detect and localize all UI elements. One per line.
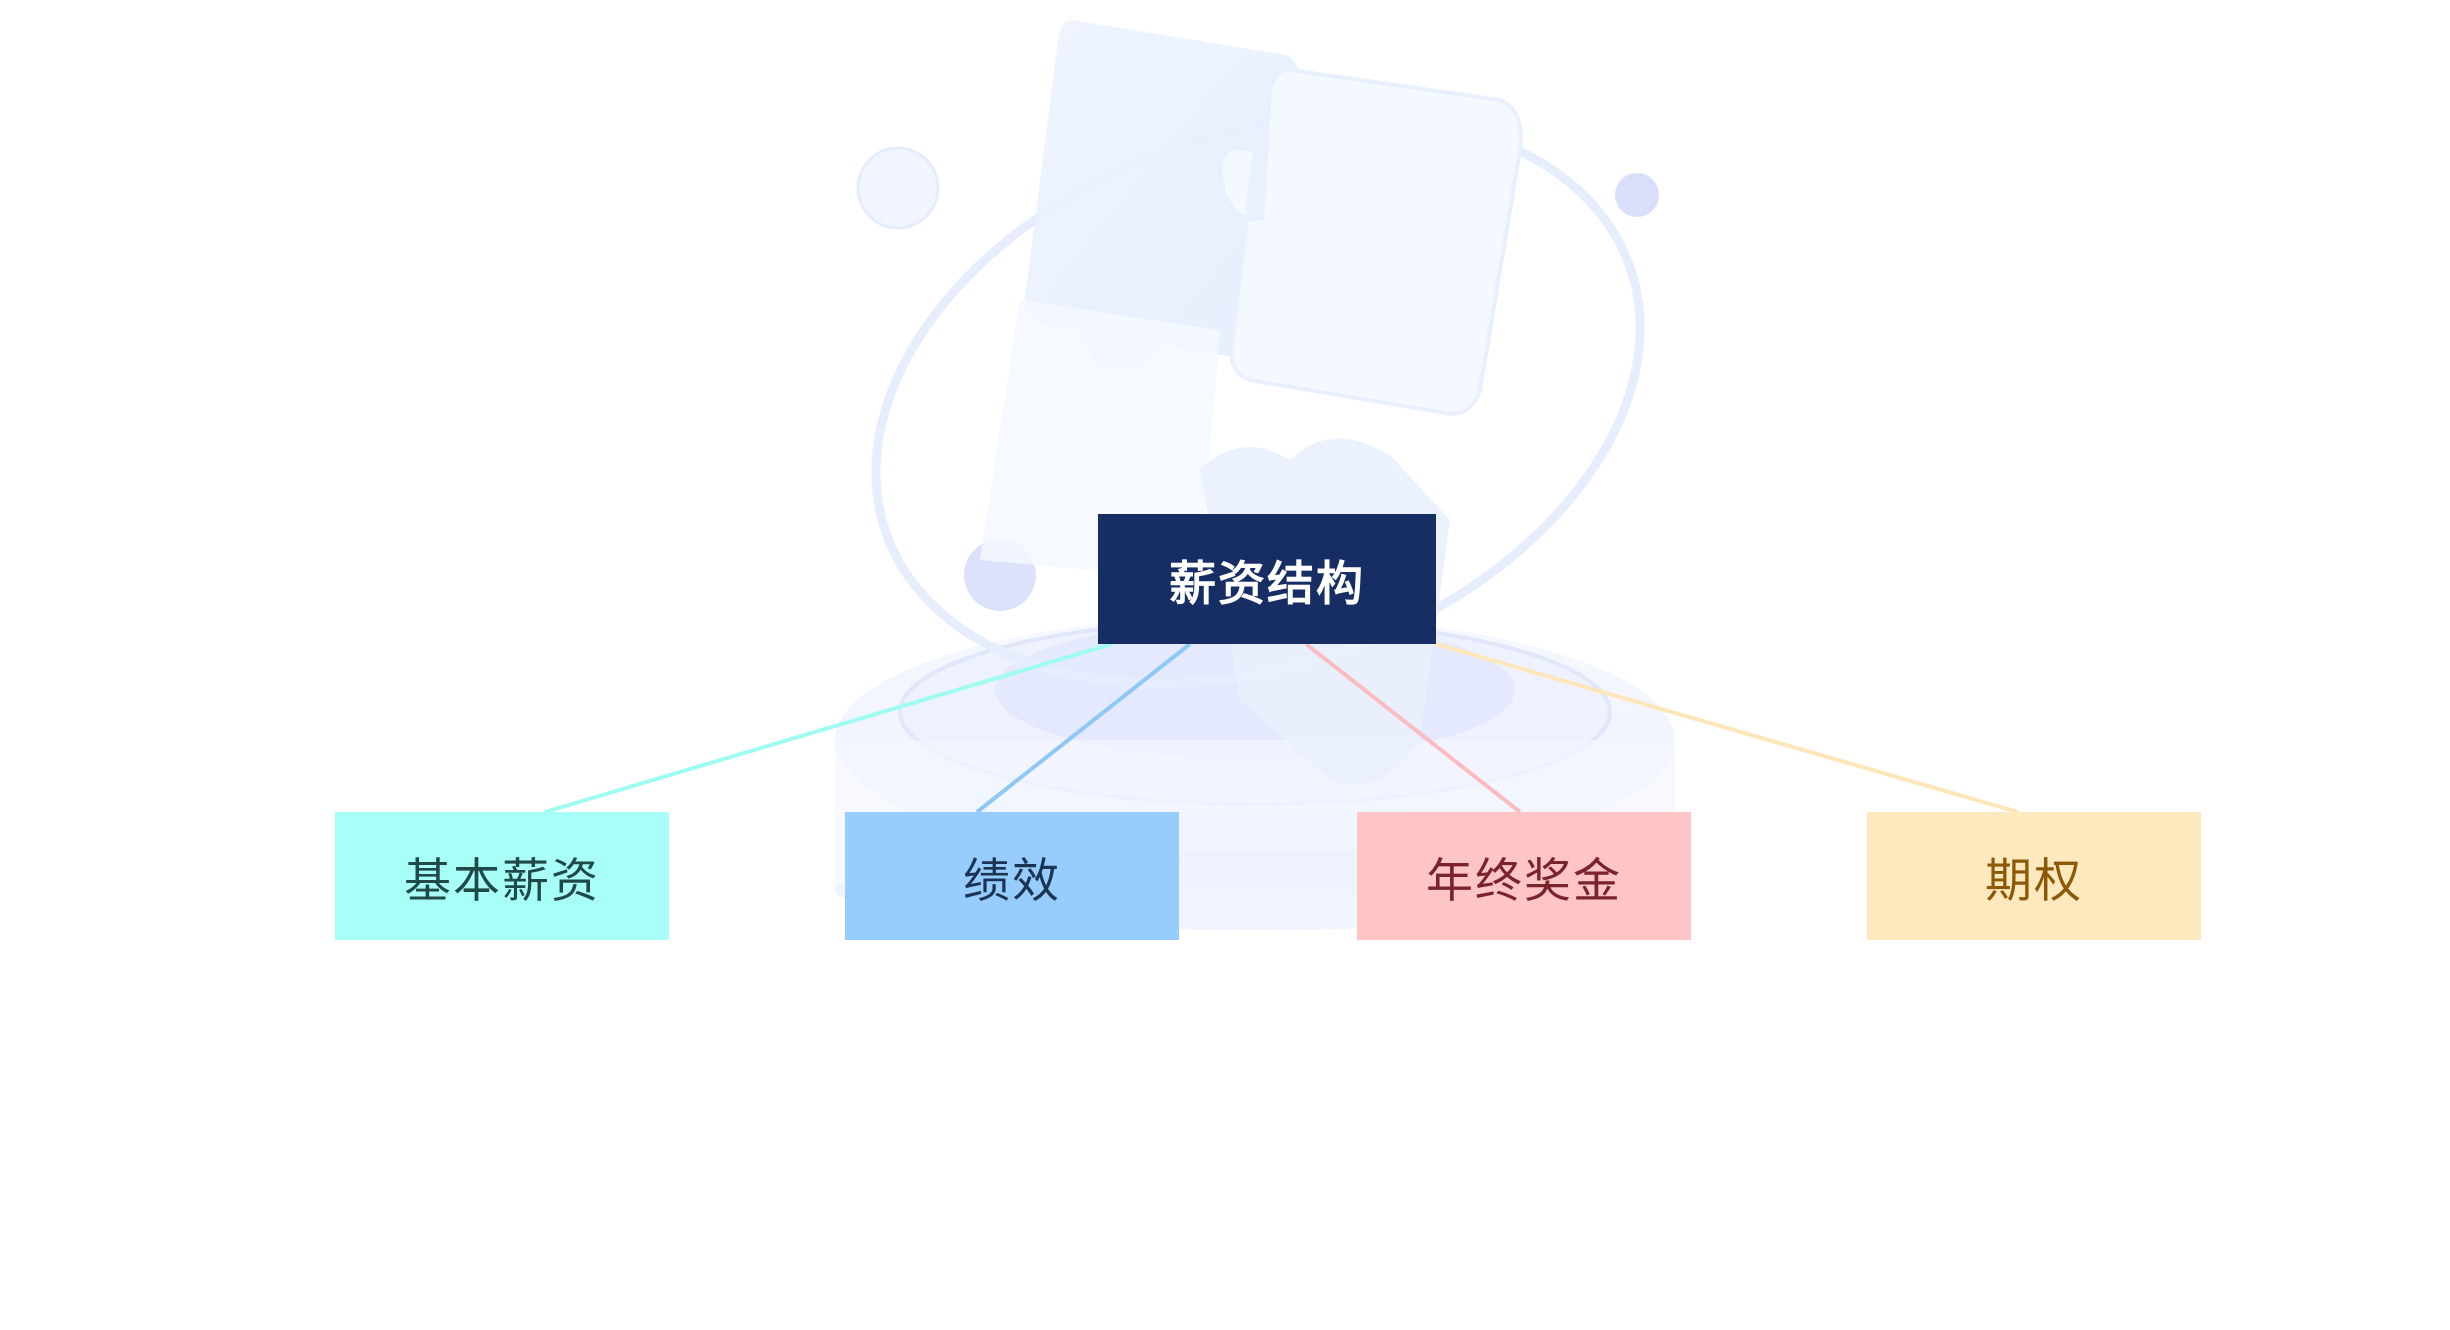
child-node-label: 绩效 <box>963 853 1061 909</box>
child-node-base-salary[interactable]: 基本薪资 <box>335 812 669 940</box>
child-node-stock-options[interactable]: 期权 <box>1867 812 2201 940</box>
child-node-label: 期权 <box>1985 853 2083 909</box>
root-node-label: 薪资结构 <box>1169 556 1365 612</box>
child-node-label: 基本薪资 <box>404 853 600 909</box>
connector-line <box>1304 642 1522 814</box>
connector-line <box>544 642 1113 814</box>
child-node-performance[interactable]: 绩效 <box>845 812 1179 940</box>
root-node[interactable]: 薪资结构 <box>1098 514 1436 644</box>
connector-line <box>975 642 1192 814</box>
child-node-label: 年终奖金 <box>1426 853 1622 909</box>
child-node-annual-bonus[interactable]: 年终奖金 <box>1357 812 1691 940</box>
connector-line <box>1435 642 2019 814</box>
